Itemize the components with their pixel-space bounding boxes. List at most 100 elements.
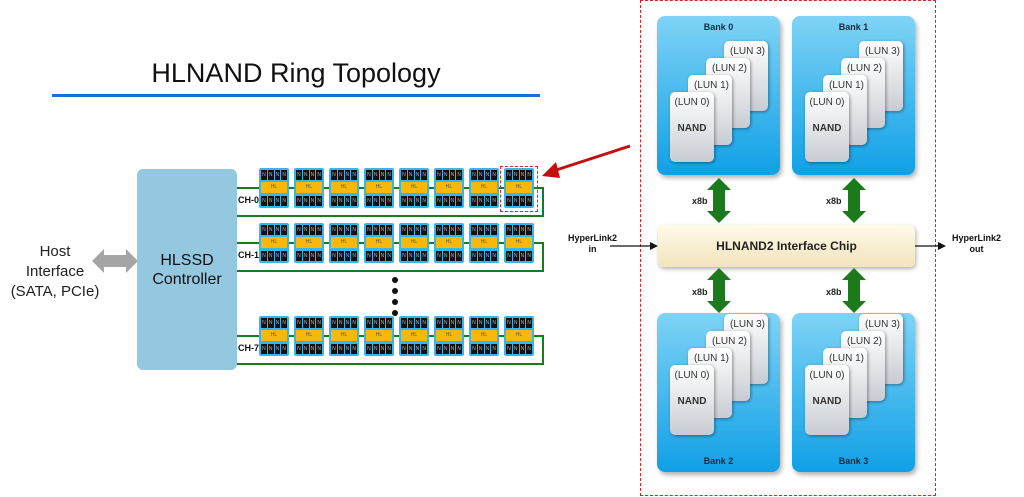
nand-chip: N	[506, 196, 512, 206]
nand-chip: N	[506, 344, 512, 354]
nand-chip: N	[366, 251, 372, 261]
channel-label: CH-0	[238, 195, 260, 205]
ellipsis-dot	[392, 288, 398, 294]
nand-chip: N	[491, 196, 497, 206]
chain-link-line	[429, 187, 434, 189]
channel-label: CH-7	[238, 343, 260, 353]
nand-chip: N	[337, 196, 344, 206]
channel-loop-line	[542, 242, 544, 272]
hl-bridge-chip: HL	[261, 330, 287, 341]
nand-chip: N	[471, 344, 477, 354]
nand-chip: N	[512, 225, 519, 235]
host-line2: Interface	[25, 263, 85, 280]
nand-chip: N	[386, 170, 392, 180]
nand-label: NAND	[677, 123, 707, 134]
hl-bridge-chip: HL	[471, 237, 497, 248]
nand-chip: N	[401, 225, 407, 235]
nand-chip: N	[512, 251, 519, 261]
nand-chip: N	[519, 196, 526, 206]
nand-bank: Bank 3(LUN 3)(LUN 2)(LUN 1)(LUN 0)NAND	[792, 313, 915, 472]
chain-link-line	[359, 242, 364, 244]
nand-chip: N	[261, 318, 267, 328]
nand-chip: N	[372, 170, 379, 180]
nand-chip: N	[309, 196, 316, 206]
nand-chip: N	[296, 344, 302, 354]
nand-chip: N	[436, 196, 442, 206]
nand-chip: N	[477, 344, 484, 354]
nand-chip: N	[442, 196, 449, 206]
nand-chip: N	[491, 344, 497, 354]
channel-loop-line	[534, 242, 544, 244]
host-line1: Host	[39, 243, 71, 260]
nand-chip: N	[386, 344, 392, 354]
nand-chip: N	[512, 196, 519, 206]
nand-chip: N	[337, 251, 344, 261]
channel-loop-line	[542, 335, 544, 365]
nand-chip: N	[316, 344, 322, 354]
nand-chip: N	[421, 170, 427, 180]
page-title: HLNAND Ring Topology	[151, 58, 441, 88]
nand-chip: N	[456, 318, 462, 328]
nand-chip: N	[421, 225, 427, 235]
nand-chip: N	[267, 170, 274, 180]
nand-chip: N	[436, 251, 442, 261]
nand-chip: N	[267, 344, 274, 354]
nand-chip: N	[484, 196, 491, 206]
lun-label: (LUN 1)	[828, 353, 864, 364]
nand-chip: N	[351, 196, 357, 206]
hyperlink-in-line2: in	[588, 244, 597, 254]
hl-bridge-chip: HL	[506, 237, 532, 248]
nand-chip: N	[344, 225, 351, 235]
hyperlink-out-label: HyperLink2 out	[952, 233, 1001, 255]
nand-bank: Bank 1(LUN 3)(LUN 2)(LUN 1)(LUN 0)NAND	[792, 16, 915, 175]
channel-return-line	[237, 363, 544, 365]
nand-chip: N	[261, 225, 267, 235]
nand-chip: N	[331, 196, 337, 206]
nand-chip: N	[491, 225, 497, 235]
chain-link-line	[499, 335, 504, 337]
nand-chip: N	[337, 344, 344, 354]
nand-chip: N	[449, 251, 456, 261]
chain-link-line	[499, 187, 504, 189]
nand-bank: Bank 0(LUN 3)(LUN 2)(LUN 1)(LUN 0)NAND	[657, 16, 780, 175]
nand-chip: N	[414, 344, 421, 354]
nand-chip: N	[261, 196, 267, 206]
nand-chip: N	[316, 170, 322, 180]
chain-link-line	[324, 187, 329, 189]
lun-label: (LUN 1)	[828, 80, 864, 91]
chain-link-line	[289, 335, 294, 337]
lun-label: (LUN 2)	[846, 63, 882, 74]
nand-chip: N	[309, 251, 316, 261]
lun-card: (LUN 0)NAND	[670, 365, 714, 435]
nand-chip: N	[449, 318, 456, 328]
bus-width-label: x8b	[692, 287, 708, 297]
hl-bridge-chip: HL	[436, 330, 462, 341]
nand-chip: N	[491, 318, 497, 328]
nand-chip: N	[274, 196, 281, 206]
nand-chip: N	[442, 225, 449, 235]
